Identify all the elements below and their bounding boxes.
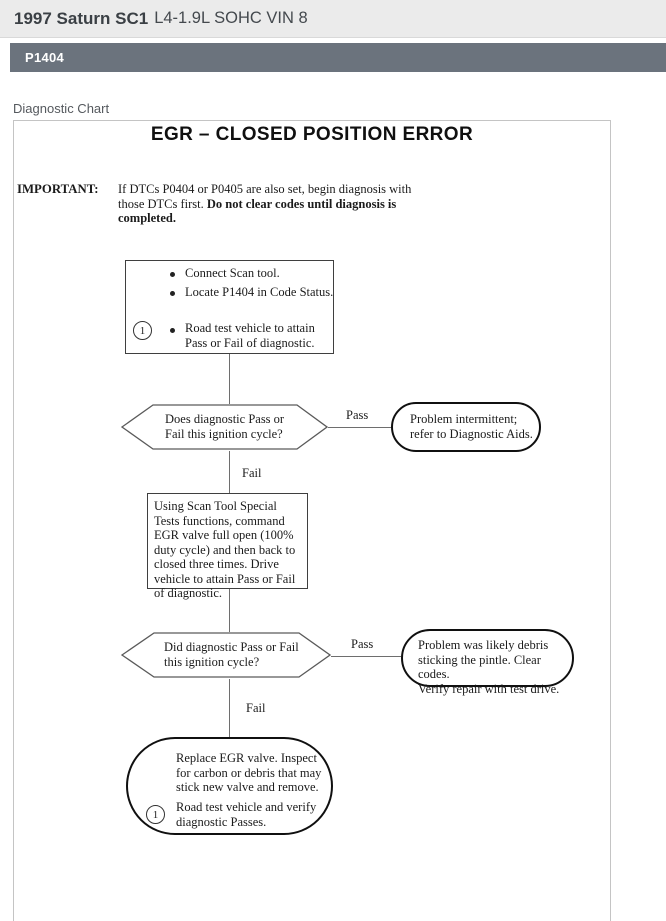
bullet-icon xyxy=(170,328,175,333)
decision2-hexagon: Did diagnostic Pass or Fail this ignitio… xyxy=(121,632,331,679)
decision1-text: Does diagnostic Pass or Fail this igniti… xyxy=(165,412,284,441)
decision2-text: Did diagnostic Pass or Fail this ignitio… xyxy=(164,640,299,669)
pass-edge-label: Pass xyxy=(351,637,374,651)
terminal2-line2: sticking the pintle. Clear codes. xyxy=(418,652,541,682)
important-text: If DTCs P0404 or P0405 are also set, beg… xyxy=(118,182,430,226)
terminal3-stadium: Replace EGR valve. Inspect for carbon or… xyxy=(126,737,333,835)
connector-line xyxy=(229,679,230,737)
footnote-1-badge: 1 xyxy=(146,805,165,824)
terminal2-stadium: Problem was likely debris sticking the p… xyxy=(401,629,574,696)
footnote-1-badge: 1 xyxy=(133,321,152,340)
terminal2-text: Problem was likely debris sticking the p… xyxy=(418,638,568,696)
fail-edge-label: Fail xyxy=(246,701,266,715)
connector-line xyxy=(229,354,230,404)
step1-item1: Connect Scan tool. xyxy=(185,266,280,280)
bullet-icon xyxy=(170,272,175,277)
diagnostic-chart: EGR – CLOSED POSITION ERROR IMPORTANT: I… xyxy=(13,120,611,921)
dtc-code-label: P1404 xyxy=(25,50,65,65)
connector-line xyxy=(331,656,401,657)
decision1-line1: Does diagnostic Pass or xyxy=(165,412,285,426)
important-text-normal: If DTCs P0404 or P0405 are also set, beg… xyxy=(118,182,412,211)
hexagon-shape-icon xyxy=(121,632,331,678)
hexagon-shape-icon xyxy=(121,404,328,450)
bullet-icon xyxy=(170,291,175,296)
important-label: IMPORTANT: xyxy=(17,182,99,196)
step1-box: Connect Scan tool. Locate P1404 in Code … xyxy=(125,260,334,354)
vehicle-header: 1997 Saturn SC1 L4-1.9L SOHC VIN 8 xyxy=(0,0,666,38)
section-label: Diagnostic Chart xyxy=(13,101,110,116)
chart-title: EGR – CLOSED POSITION ERROR xyxy=(150,124,474,145)
terminal3-text1: Replace EGR valve. Inspect for carbon or… xyxy=(176,751,322,794)
decision1-hexagon: Does diagnostic Pass or Fail this igniti… xyxy=(121,404,328,451)
step1-item3: Road test vehicle to attain Pass or Fail… xyxy=(185,321,315,350)
vehicle-engine: L4-1.9L SOHC VIN 8 xyxy=(154,9,308,27)
terminal1-line2: refer to Diagnostic Aids. xyxy=(410,426,533,441)
terminal2-line1: Problem was likely debris xyxy=(418,638,549,652)
decision2-line1: Did diagnostic Pass or Fail xyxy=(164,640,299,654)
important-text-bold: Do not clear codes until diagnosis is co… xyxy=(118,196,397,226)
terminal1-stadium: Problem intermittent; refer to Diagnosti… xyxy=(391,402,541,452)
dtc-code-bar[interactable]: P1404 xyxy=(10,43,666,72)
decision2-line2: this ignition cycle? xyxy=(164,654,260,669)
vehicle-name: 1997 Saturn SC1 xyxy=(14,8,149,28)
terminal3-text2: Road test vehicle and verify diagnostic … xyxy=(176,800,317,829)
terminal1-line1: Problem intermittent; xyxy=(410,412,518,426)
terminal2-line3: Verify repair with test drive. xyxy=(418,681,560,696)
decision1-line2: Fail this ignition cycle? xyxy=(165,426,283,441)
fail-edge-label: Fail xyxy=(242,466,262,480)
step2-box: Using Scan Tool Special Tests functions,… xyxy=(147,493,308,600)
connector-line xyxy=(229,589,230,632)
connector-line xyxy=(229,451,230,493)
step1-item2: Locate P1404 in Code Status. xyxy=(185,285,334,299)
pass-edge-label: Pass xyxy=(346,408,369,422)
step2-text: Using Scan Tool Special Tests functions,… xyxy=(154,499,296,600)
terminal1-text: Problem intermittent; refer to Diagnosti… xyxy=(410,412,535,441)
connector-line xyxy=(328,427,392,428)
